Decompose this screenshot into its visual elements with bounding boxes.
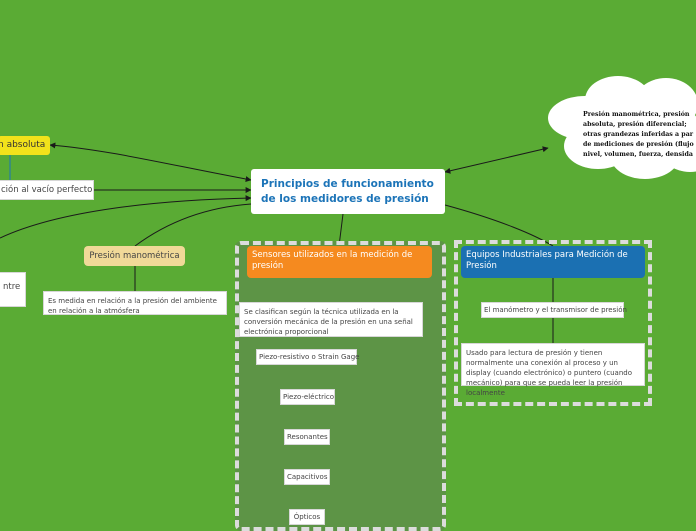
sensores-note[interactable]: Se clasifican según la técnica utilizada… xyxy=(239,302,423,337)
equipos-item-manometro[interactable]: El manómetro y el transmisor de presión xyxy=(481,302,627,318)
presion-manometrica-topic[interactable]: Presión manométrica xyxy=(84,246,185,266)
sensor-item-piezo-resistivo[interactable]: Piezo-resistivo o Strain Gage xyxy=(256,349,359,365)
cloud-line: Presión manométrica, presión xyxy=(583,111,690,118)
equipos-topic[interactable]: Equipos Industriales para Medición de Pr… xyxy=(461,246,645,278)
cloud-shape xyxy=(548,76,696,179)
cloud-line: de mediciones de presión (flujo xyxy=(583,141,694,148)
cloud-topic[interactable]: Presión manométrica, presión absoluta, p… xyxy=(583,110,696,170)
cloud-line: nivel, volumen, fuerza, densida xyxy=(583,151,693,158)
sensor-item-resonantes[interactable]: Resonantes xyxy=(284,429,330,445)
entre-note[interactable]: ntre xyxy=(0,272,26,307)
cloud-line: absoluta, presión diferencial; xyxy=(583,121,687,128)
main-topic[interactable]: Principios de funcionamiento de los medi… xyxy=(251,169,445,214)
sensor-item-opticos[interactable]: Ópticos xyxy=(289,509,325,525)
presion-absoluta-topic[interactable]: n absoluta xyxy=(0,136,50,155)
manometrica-note[interactable]: Es medida en relación a la presión del a… xyxy=(43,291,227,315)
equipos-note[interactable]: Usado para lectura de presión y tienen n… xyxy=(461,343,645,397)
cloud-line: otras grandezas inferidas a par xyxy=(583,131,694,138)
sensor-item-capacitivos[interactable]: Capacitivos xyxy=(284,469,330,485)
equipos-panel xyxy=(454,240,652,406)
sensores-panel xyxy=(235,241,446,531)
sensor-item-piezo-electrico[interactable]: Piezo-eléctrico xyxy=(280,389,335,405)
vacio-note[interactable]: ción al vacío perfecto xyxy=(0,180,94,200)
sensores-topic[interactable]: Sensores utilizados en la medición de pr… xyxy=(247,246,432,278)
connector-lines xyxy=(0,76,696,509)
